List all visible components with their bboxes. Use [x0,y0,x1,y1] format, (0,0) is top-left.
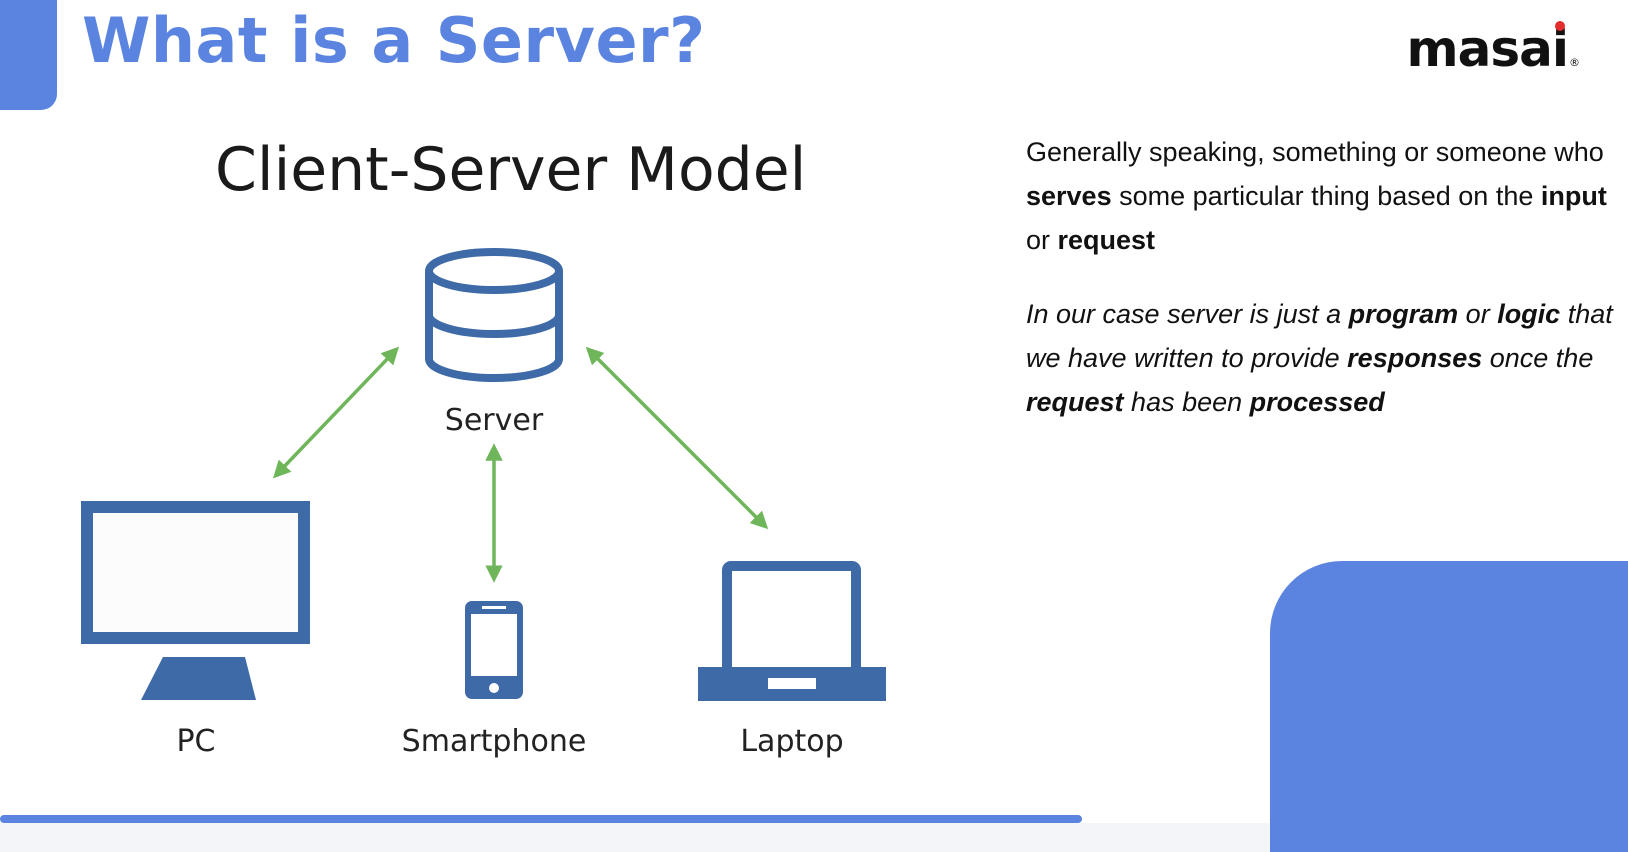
description-segment: responses [1347,343,1483,373]
description-segment: has been [1123,387,1250,417]
arrow-server-pc [272,346,400,479]
smartphone-icon [465,601,523,699]
description-segment: or [1458,299,1498,329]
description-segment: request [1057,225,1156,255]
description-segment: In our case server is just a [1026,299,1349,329]
laptop-icon [698,561,886,701]
our-case-paragraph: In our case server is just a program or … [1026,292,1616,424]
description-segment: some particular thing based on the [1111,181,1541,211]
description-segment: logic [1497,299,1561,329]
description-segment: Generally speaking, something or someone… [1026,137,1604,167]
connection-arrows [272,346,769,583]
smartphone-label: Smartphone [402,724,587,759]
server-label: Server [445,403,544,438]
bottom-accent-line [0,815,1082,823]
arrow-server-laptop [585,346,769,530]
logo-dot [1554,21,1565,31]
laptop-label: Laptop [740,724,843,759]
bottom-strip [0,823,1270,852]
definition-paragraph: Generally speaking, something or someone… [1026,130,1616,262]
client-server-diagram: Server PC Smartphone Laptop [81,248,886,759]
description-segment: once the [1482,343,1594,373]
description-segment: or [1026,225,1058,255]
corner-decoration [1270,561,1628,852]
slide-title: What is a Server? [82,4,706,77]
database-icon [425,248,563,382]
masai-logo: masai® [1406,20,1580,78]
description-segment: program [1348,299,1459,329]
description-segment: that we have written to provide [1026,299,1613,373]
description-segment: serves [1026,181,1112,211]
diagram-heading: Client-Server Model [215,135,807,205]
title-corner-tab [0,0,57,110]
description-segment: request [1026,387,1124,417]
description-segment: processed [1249,387,1385,417]
monitor-icon [81,501,310,700]
pc-label: PC [176,724,215,759]
server-description: Generally speaking, something or someone… [1026,130,1616,454]
description-segment: input [1540,181,1607,211]
